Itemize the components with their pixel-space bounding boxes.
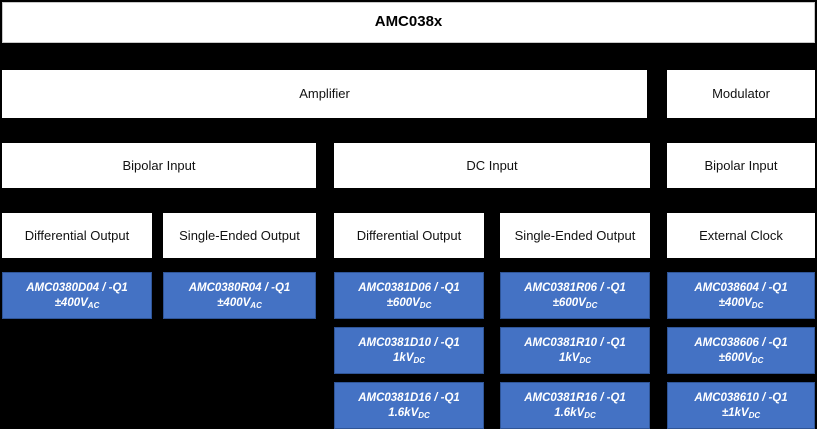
input-block-bipolar-left-label: Bipolar Input [122,157,196,173]
product-rating-unit: DC [751,300,764,310]
output-block-differential-2: Differential Output [334,213,484,258]
product-rating: ±600VDC [719,351,764,365]
output-block-single-ended-1: Single-Ended Output [163,213,316,258]
product-part-number: AMC038610 / -Q1 [694,392,788,405]
product-rating: ±600VDC [553,296,598,310]
input-block-dc-label: DC Input [466,157,518,173]
product-rating-unit: AC [87,300,100,310]
product-card[interactable]: AMC0380R04 / -Q1 ±400VAC [163,272,316,319]
product-rating-unit: DC [584,410,596,420]
product-card[interactable]: AMC038610 / -Q1 ±1kVDC [667,382,815,429]
product-part-number: AMC0381D06 / -Q1 [358,282,460,295]
product-part-number: AMC0381R16 / -Q1 [524,392,626,405]
product-rating: 1kVDC [559,351,591,365]
product-rating-unit: DC [748,410,761,420]
output-block-single-ended-1-label: Single-Ended Output [179,227,300,243]
product-rating-unit: DC [579,355,592,365]
product-rating: ±1kVDC [722,406,760,420]
output-block-external-clock-label: External Clock [699,227,783,243]
product-rating-value: ±400V [718,296,752,309]
product-part-number: AMC038604 / -Q1 [694,282,788,295]
output-block-differential-1: Differential Output [2,213,152,258]
product-card[interactable]: AMC0381D16 / -Q1 1.6kVDC [334,382,484,429]
product-part-number: AMC0381R06 / -Q1 [524,282,626,295]
product-rating-value: ±600V [386,296,420,309]
product-part-number: AMC0380D04 / -Q1 [26,282,128,295]
product-rating: ±400VDC [719,296,764,310]
product-rating-value: ±600V [718,351,752,364]
product-part-number: AMC0381R10 / -Q1 [524,337,626,350]
product-rating-value: 1kV [558,351,580,364]
product-card[interactable]: AMC0381D10 / -Q1 1kVDC [334,327,484,374]
product-rating-value: ±600V [552,296,586,309]
product-rating-value: ±400V [217,296,251,309]
output-block-single-ended-2-label: Single-Ended Output [514,227,636,243]
product-rating-unit: DC [751,355,764,365]
product-rating-value: ±1kV [721,406,749,419]
product-card[interactable]: AMC0380D04 / -Q1 ±400VAC [2,272,152,319]
product-rating: ±600VDC [387,296,432,310]
product-card[interactable]: AMC0381R06 / -Q1 ±600VDC [500,272,650,319]
product-rating-value: ±400V [54,296,88,309]
output-block-single-ended-2: Single-Ended Output [500,213,650,258]
product-rating: 1.6kVDC [388,406,430,420]
diagram-title-label: AMC038x [374,13,443,31]
product-part-number: AMC038606 / -Q1 [694,337,788,350]
input-block-bipolar-right: Bipolar Input [667,143,815,188]
output-block-differential-2-label: Differential Output [356,227,462,243]
product-part-number: AMC0381D10 / -Q1 [358,337,460,350]
product-rating-value: 1kV [392,351,414,364]
product-rating-unit: DC [585,300,598,310]
product-card[interactable]: AMC038606 / -Q1 ±600VDC [667,327,815,374]
output-block-external-clock: External Clock [667,213,815,258]
diagram-title: AMC038x [2,2,815,43]
input-block-bipolar-right-label: Bipolar Input [704,157,778,173]
product-rating-unit: DC [413,355,426,365]
product-rating: ±400VAC [217,296,262,310]
product-rating: 1.6kVDC [554,406,596,420]
product-part-number: AMC0380R04 / -Q1 [188,282,291,295]
product-card[interactable]: AMC038604 / -Q1 ±400VDC [667,272,815,319]
product-rating-value: 1.6kV [554,406,585,419]
product-card[interactable]: AMC0381D06 / -Q1 ±600VDC [334,272,484,319]
function-block-modulator: Modulator [667,70,815,118]
product-rating-value: 1.6kV [388,406,419,419]
product-rating-unit: AC [250,300,262,310]
product-card[interactable]: AMC0381R16 / -Q1 1.6kVDC [500,382,650,429]
input-block-bipolar-left: Bipolar Input [2,143,316,188]
input-block-dc: DC Input [334,143,650,188]
product-part-number: AMC0381D16 / -Q1 [358,392,460,405]
product-rating: ±400VAC [55,296,100,310]
function-block-amplifier-label: Amplifier [299,86,350,102]
function-block-amplifier: Amplifier [2,70,647,118]
product-rating: 1kVDC [393,351,425,365]
product-rating-unit: DC [418,410,430,420]
output-block-differential-1-label: Differential Output [24,227,130,243]
product-rating-unit: DC [419,300,432,310]
product-card[interactable]: AMC0381R10 / -Q1 1kVDC [500,327,650,374]
function-block-modulator-label: Modulator [712,86,770,102]
